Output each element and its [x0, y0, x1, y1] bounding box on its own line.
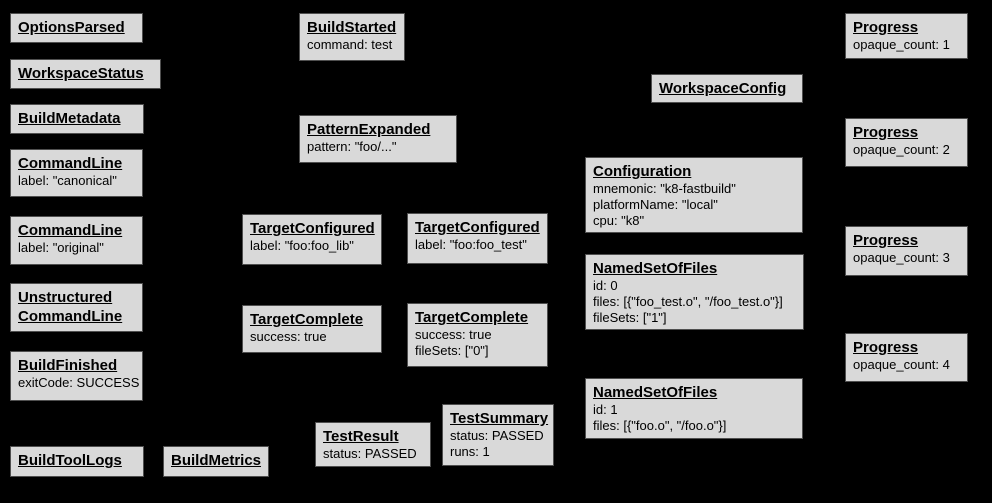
event-detail: success: true	[250, 329, 327, 344]
event-detail: opaque_count: 2	[853, 142, 950, 157]
event-box-workspace-status: WorkspaceStatus	[10, 59, 161, 89]
event-box-progress-2: Progress opaque_count: 2	[845, 118, 968, 167]
event-box-progress-4: Progress opaque_count: 4	[845, 333, 968, 382]
event-title: TargetConfigured	[250, 220, 375, 237]
event-box-build-tool-logs: BuildToolLogs	[10, 446, 144, 477]
event-box-target-complete-foo-test: TargetComplete success: true fileSets: […	[407, 303, 548, 367]
event-title: BuildStarted	[307, 19, 397, 36]
event-box-workspace-config: WorkspaceConfig	[651, 74, 803, 103]
event-detail: command: test	[307, 37, 393, 52]
event-title: Progress	[853, 124, 919, 141]
event-box-target-complete-foo-lib: TargetComplete success: true	[242, 305, 382, 353]
event-title: TargetComplete	[415, 309, 529, 326]
event-detail: opaque_count: 1	[853, 37, 950, 52]
event-title: Configuration	[593, 163, 692, 180]
event-title: BuildMetrics	[171, 452, 262, 469]
event-box-build-metrics: BuildMetrics	[163, 446, 269, 477]
event-title: Progress	[853, 19, 919, 36]
event-title: BuildToolLogs	[18, 452, 122, 469]
event-title: PatternExpanded	[307, 121, 431, 138]
event-box-target-configured-foo-test: TargetConfigured label: "foo:foo_test"	[407, 213, 548, 264]
event-title: TargetConfigured	[415, 219, 540, 236]
event-box-command-line-canonical: CommandLine label: "canonical"	[10, 149, 143, 197]
event-box-build-metadata: BuildMetadata	[10, 104, 144, 134]
event-title: TestSummary	[450, 410, 549, 427]
event-detail: label: "foo:foo_lib"	[250, 238, 354, 253]
event-title: Progress	[853, 232, 919, 249]
event-title: Progress	[853, 339, 919, 356]
event-title: BuildMetadata	[18, 110, 121, 127]
event-detail: status: PASSED runs: 1	[450, 428, 544, 459]
event-detail: id: 1 files: [{"foo.o", "/foo.o"}]	[593, 402, 727, 433]
event-box-test-summary: TestSummary status: PASSED runs: 1	[442, 404, 554, 466]
event-detail: id: 0 files: [{"foo_test.o", "/foo_test.…	[593, 278, 783, 325]
event-box-configuration: Configuration mnemonic: "k8-fastbuild" p…	[585, 157, 803, 233]
event-title: BuildFinished	[18, 357, 118, 374]
event-detail: opaque_count: 4	[853, 357, 950, 372]
event-box-options-parsed: OptionsParsed	[10, 13, 143, 43]
event-box-unstructured-command-line: Unstructured CommandLine	[10, 283, 143, 332]
event-box-progress-3: Progress opaque_count: 3	[845, 226, 968, 276]
event-box-test-result: TestResult status: PASSED	[315, 422, 431, 467]
event-title: WorkspaceStatus	[18, 65, 144, 82]
event-title: WorkspaceConfig	[659, 80, 787, 97]
event-detail: pattern: "foo/..."	[307, 139, 397, 154]
event-detail: exitCode: SUCCESS	[18, 375, 140, 390]
event-box-progress-1: Progress opaque_count: 1	[845, 13, 968, 59]
event-title: NamedSetOfFiles	[593, 384, 718, 401]
event-title: TestResult	[323, 428, 399, 445]
event-detail: label: "original"	[18, 240, 104, 255]
event-detail: opaque_count: 3	[853, 250, 950, 265]
event-box-command-line-original: CommandLine label: "original"	[10, 216, 143, 265]
event-detail: label: "canonical"	[18, 173, 117, 188]
event-title: Unstructured CommandLine	[18, 289, 123, 325]
event-box-pattern-expanded: PatternExpanded pattern: "foo/..."	[299, 115, 457, 163]
event-detail: mnemonic: "k8-fastbuild" platformName: "…	[593, 181, 736, 228]
event-box-build-started: BuildStarted command: test	[299, 13, 405, 61]
event-box-build-finished: BuildFinished exitCode: SUCCESS	[10, 351, 143, 401]
event-detail: status: PASSED	[323, 446, 417, 461]
event-box-named-set-of-files-0: NamedSetOfFiles id: 0 files: [{"foo_test…	[585, 254, 804, 330]
event-box-target-configured-foo-lib: TargetConfigured label: "foo:foo_lib"	[242, 214, 382, 265]
event-detail: label: "foo:foo_test"	[415, 237, 527, 252]
event-title: TargetComplete	[250, 311, 364, 328]
event-title: OptionsParsed	[18, 19, 125, 36]
event-detail: success: true fileSets: ["0"]	[415, 327, 492, 358]
event-title: CommandLine	[18, 222, 123, 239]
event-title: CommandLine	[18, 155, 123, 172]
event-title: NamedSetOfFiles	[593, 260, 718, 277]
event-box-named-set-of-files-1: NamedSetOfFiles id: 1 files: [{"foo.o", …	[585, 378, 803, 439]
